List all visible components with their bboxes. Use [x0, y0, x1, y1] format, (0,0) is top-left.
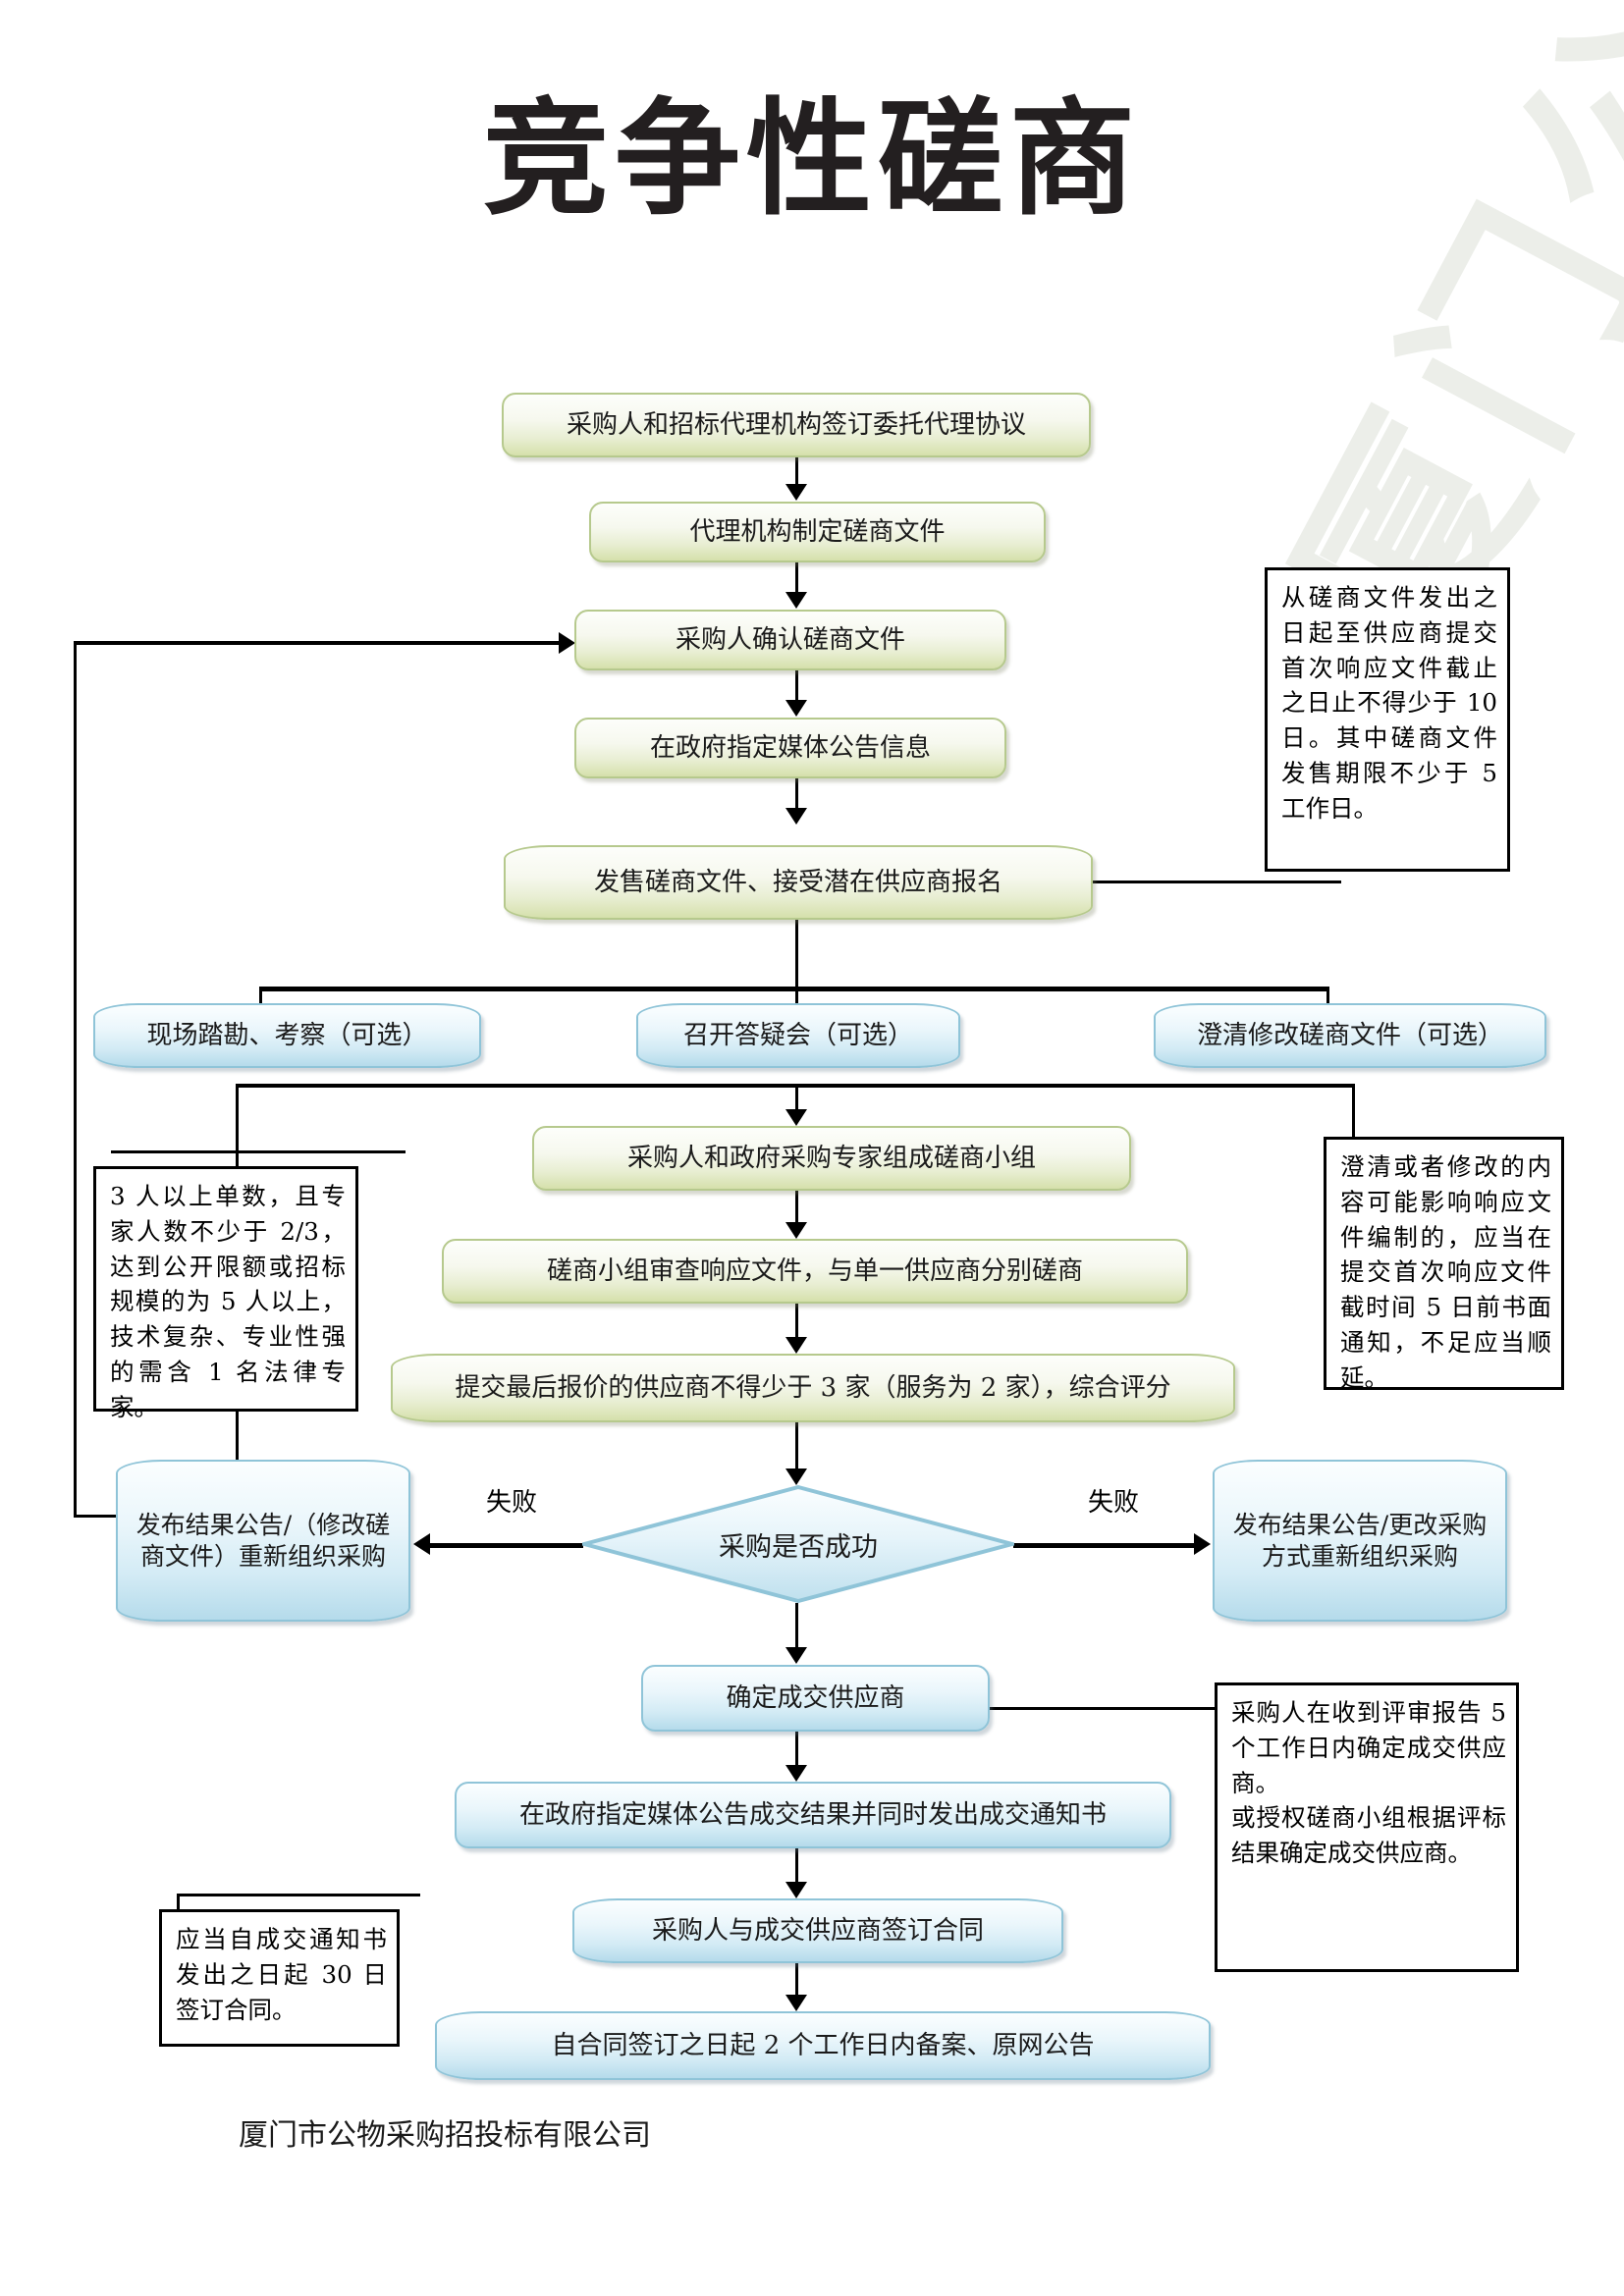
arrowhead-d1-n10 [413, 1533, 430, 1555]
connector-n8-n9 [794, 1304, 798, 1341]
edge-label-fail-right: 失败 [1088, 1488, 1140, 1518]
connector-n14-n15 [794, 1963, 798, 1999]
flow-node-form-negotiation-team[interactable]: 采购人和政府采购专家组成磋商小组 [532, 1126, 1131, 1191]
flow-node-sign-agency-agreement[interactable]: 采购人和招标代理机构签订委托代理协议 [502, 393, 1091, 457]
connector-bus-n7 [794, 1088, 798, 1117]
connector-n2-n3 [794, 562, 798, 594]
arrowhead-n9-d1 [785, 1468, 807, 1485]
loopback-left-bottom [74, 1515, 118, 1518]
connector-n12-n13 [794, 1732, 798, 1769]
arrowhead-n14-n15 [785, 1995, 807, 2011]
arrowhead-n2-n3 [785, 592, 807, 609]
arrowhead-bus-n7 [785, 1109, 807, 1126]
edge-label-fail-left: 失败 [486, 1488, 538, 1518]
decision-procurement-success[interactable]: 采购是否成功 [582, 1485, 1014, 1603]
arrowhead-n8-n9 [785, 1337, 807, 1354]
flow-node-qa-meeting-optional[interactable]: 召开答疑会（可选） [636, 1003, 960, 1068]
flow-node-republish-modify-documents[interactable]: 发布结果公告/（修改磋商文件）重新组织采购 [116, 1460, 410, 1622]
arrowhead-n4-n5 [785, 808, 807, 825]
rejoin-bus [236, 1084, 1355, 1088]
arrowhead-n3-n4 [785, 700, 807, 717]
arrowhead-n1-n2 [785, 484, 807, 501]
connector-n9-d1 [794, 1422, 798, 1473]
decision-label: 采购是否成功 [719, 1531, 878, 1563]
leader-note1 [1093, 881, 1341, 883]
arrowhead-d1-n11 [1194, 1533, 1211, 1555]
flow-node-publish-result-and-notice[interactable]: 在政府指定媒体公告成交结果并同时发出成交通知书 [455, 1782, 1171, 1848]
connector-n4-n5 [794, 778, 798, 810]
flow-node-agency-prepares-documents[interactable]: 代理机构制定磋商文件 [589, 502, 1046, 562]
note-document-issue-period: 从磋商文件发出之日起至供应商提交首次响应文件截止之日止不得少于 10 日。其中磋… [1265, 567, 1510, 872]
connector-d1-n10 [430, 1542, 583, 1548]
page-title: 竞争性磋商 [482, 85, 1141, 233]
company-footer: 厦门市公物采购招投标有限公司 [239, 2118, 651, 2153]
leader-note5 [177, 1894, 420, 1896]
loopback-left-top [74, 641, 565, 645]
flow-node-site-survey-optional[interactable]: 现场踏勘、考察（可选） [93, 1003, 481, 1068]
arrowhead-n7-n8 [785, 1222, 807, 1239]
connector-n3-n4 [794, 670, 798, 702]
fanout-bus [259, 987, 1329, 991]
note-clarification-notice-period: 澄清或者修改的内容可能影响响应文件编制的，应当在提交首次响应文件截时间 5 日前… [1324, 1137, 1564, 1392]
flow-node-publish-announcement[interactable]: 在政府指定媒体公告信息 [574, 718, 1006, 778]
flow-node-review-and-negotiate[interactable]: 磋商小组审查响应文件，与单一供应商分别磋商 [442, 1239, 1188, 1304]
flow-node-file-record-and-publish[interactable]: 自合同签订之日起 2 个工作日内备案、原网公告 [435, 2011, 1211, 2080]
flow-node-republish-change-method[interactable]: 发布结果公告/更改采购方式重新组织采购 [1213, 1460, 1507, 1622]
arrowhead-d1-n12 [785, 1647, 807, 1664]
flow-node-sign-contract[interactable]: 采购人与成交供应商签订合同 [572, 1898, 1063, 1963]
flow-node-buyer-confirms-documents[interactable]: 采购人确认磋商文件 [574, 610, 1006, 670]
connector-n13-n14 [794, 1848, 798, 1886]
flow-node-final-quote-suppliers[interactable]: 提交最后报价的供应商不得少于 3 家（服务为 2 家），综合评分 [391, 1354, 1235, 1422]
arrowhead-n13-n14 [785, 1882, 807, 1898]
connector-d1-n11 [1013, 1542, 1200, 1548]
note-contract-signing-period: 应当自成交通知书发出之日起 30 日签订合同。 [159, 1909, 400, 2047]
arrowhead-loopback-n3 [559, 632, 575, 654]
connector-n5-fanout [794, 920, 798, 988]
flow-node-sell-documents-accept-registration[interactable]: 发售磋商文件、接受潜在供应商报名 [504, 845, 1093, 920]
connector-n7-n8 [794, 1191, 798, 1226]
connector-n1-n2 [794, 457, 798, 487]
diamond-shape [582, 1485, 1014, 1603]
flow-node-clarify-modify-documents-optional[interactable]: 澄清修改磋商文件（可选） [1154, 1003, 1546, 1068]
leader-note2 [111, 1150, 406, 1153]
arrowhead-n12-n13 [785, 1765, 807, 1782]
connector-d1-n12 [794, 1603, 798, 1652]
leader-note4 [990, 1707, 1270, 1710]
loopback-left-leg [74, 644, 77, 1518]
note-determine-supplier-period: 采购人在收到评审报告 5 个工作日内确定成交供应商。 或授权磋商小组根据评标结果… [1215, 1682, 1519, 1972]
flow-node-determine-winning-supplier[interactable]: 确定成交供应商 [641, 1665, 990, 1732]
note-negotiation-team-composition: 3 人以上单数，且专家人数不少于 2/3，达到公开限额或招标规模的为 5 人以上… [93, 1166, 358, 1421]
